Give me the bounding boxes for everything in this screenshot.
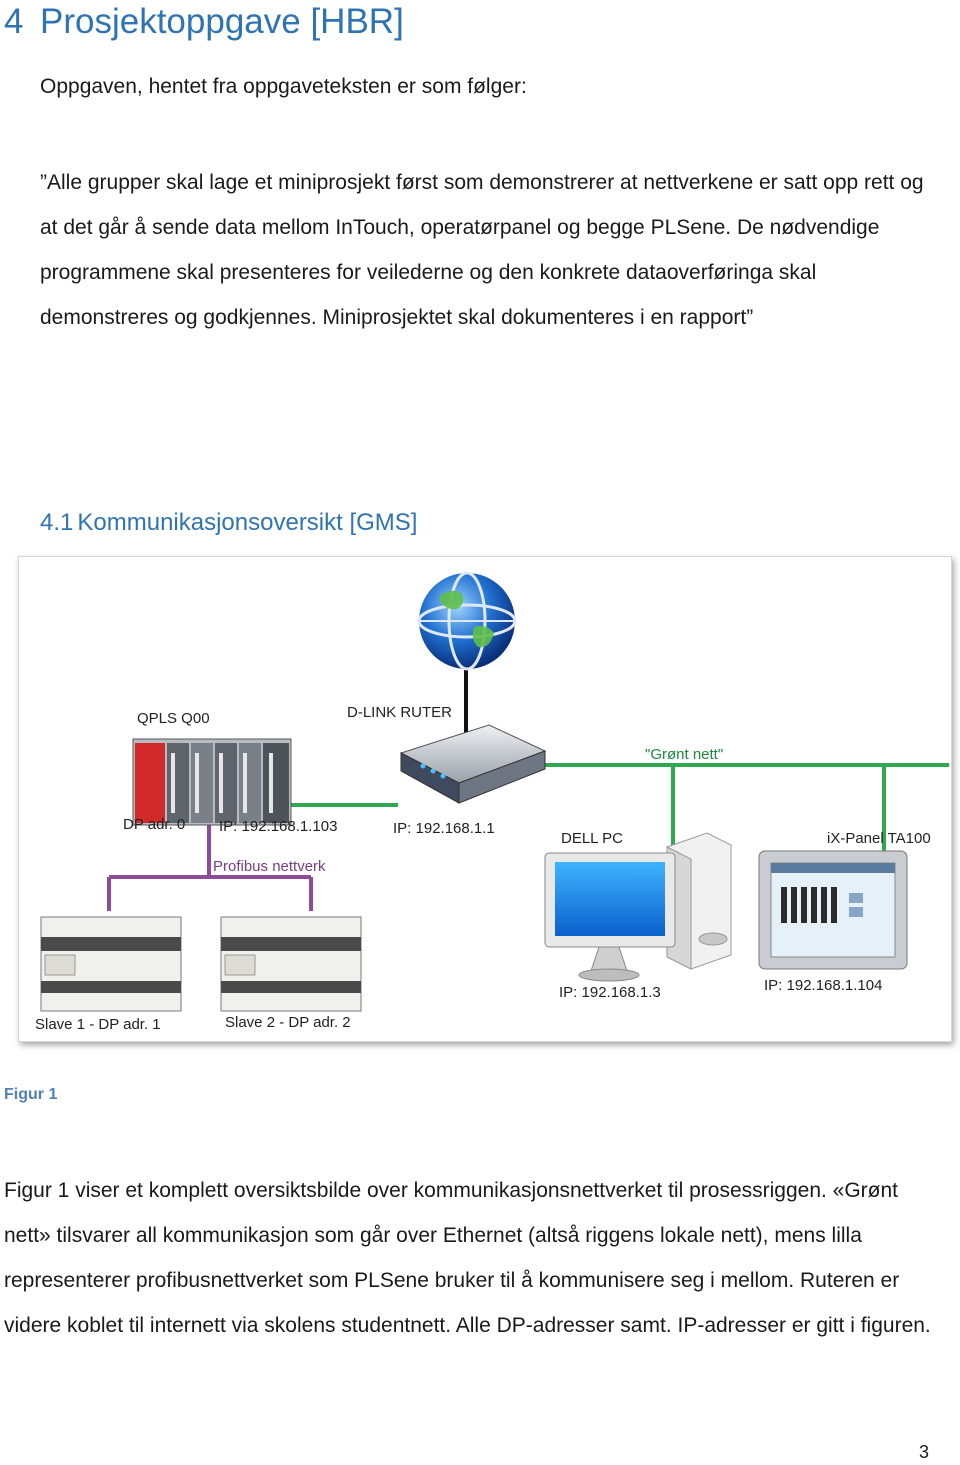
label-ip3: IP: 192.168.1.3 [559, 984, 661, 1001]
plc-slave-icon [40, 916, 182, 1012]
label-slave1: Slave 1 - DP adr. 1 [35, 1016, 161, 1033]
monitor-icon [544, 852, 676, 982]
section-title: Prosjektoppgave [HBR] [40, 2, 404, 41]
subsection-title: Kommunikasjonsoversikt [GMS] [77, 509, 418, 536]
label-ip103: IP: 192.168.1.103 [219, 818, 337, 835]
plc-rack-icon [132, 738, 292, 826]
label-slave2: Slave 2 - DP adr. 2 [225, 1014, 351, 1031]
label-qplc: QPLS Q00 [137, 710, 210, 727]
label-dell: DELL PC [561, 830, 623, 847]
globe-icon [417, 571, 517, 671]
label-router: D-LINK RUTER [347, 704, 452, 721]
section-heading: 4 Prosjektoppgave [HBR] [4, 0, 404, 44]
plc-slave-icon [220, 916, 362, 1012]
section-number: 4 [4, 2, 24, 41]
router-icon [399, 724, 547, 804]
ethernet-line [209, 763, 949, 851]
pc-tower-icon [666, 832, 732, 970]
label-ip104: IP: 192.168.1.104 [764, 977, 882, 994]
label-ip1: IP: 192.168.1.1 [393, 820, 495, 837]
label-ixpanel: iX-Panel TA100 [827, 830, 931, 847]
label-dp0: DP adr. 0 [123, 816, 185, 833]
label-profibus: Profibus nettverk [213, 858, 326, 875]
task-quote: ”Alle grupper skal lage et miniprosjekt … [40, 171, 924, 329]
figure-caption: Figur 1 [4, 1086, 58, 1103]
touch-panel-icon [758, 850, 908, 970]
subsection-number: 4.1 [40, 509, 74, 536]
body-paragraph: Figur 1 viser et komplett oversiktsbilde… [4, 1179, 931, 1337]
network-diagram: QPLS Q00 D-LINK RUTER "Grønt nett" DP ad… [18, 556, 952, 1042]
profibus-line [107, 819, 313, 911]
label-green-net: "Grønt nett" [645, 746, 723, 763]
page-number: 3 [918, 1442, 929, 1462]
intro-text: Oppgaven, hentet fra oppgaveteksten er s… [40, 75, 527, 98]
